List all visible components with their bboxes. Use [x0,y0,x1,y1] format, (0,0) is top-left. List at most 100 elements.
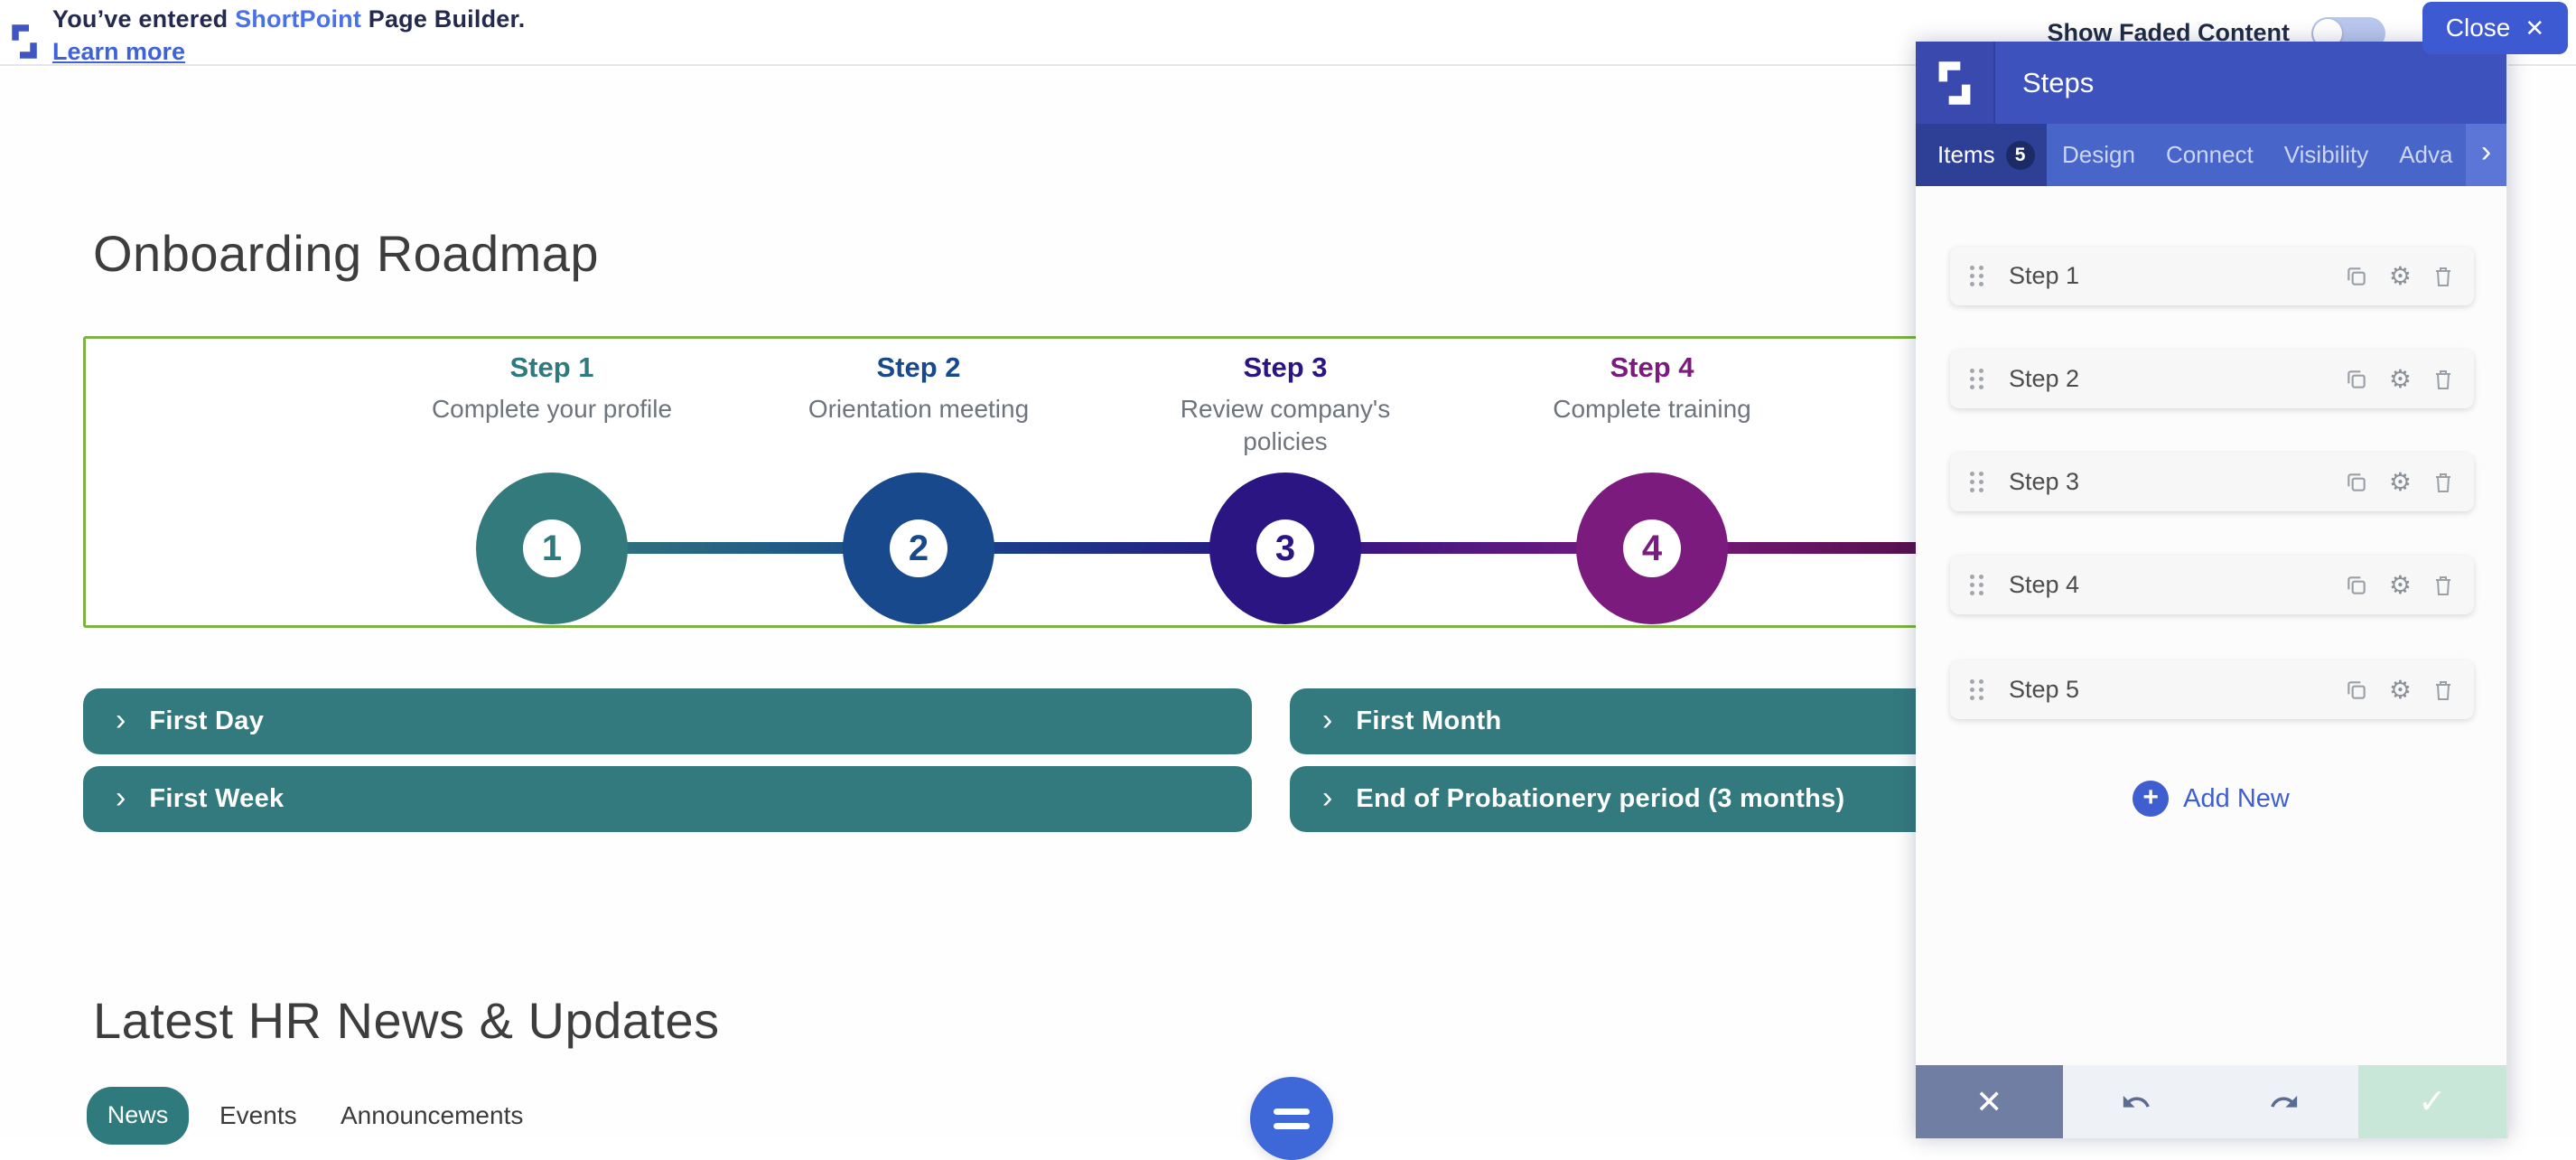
step-column-2: Step 2 Orientation meeting [765,351,1072,426]
add-new-button[interactable]: + Add New [1916,781,2506,817]
drag-handle-icon[interactable] [1970,575,1985,595]
duplicate-icon[interactable] [2345,471,2368,494]
banner-message: You’ve entered ShortPoint Page Builder. … [52,5,525,66]
step-description: Complete training [1553,395,1751,423]
accordion-label: First Month [1356,706,1502,735]
panel-tab-bar: Items 5 Design Connect Visibility Adva [1916,124,2506,186]
step-column-4: Step 4 Complete training [1498,351,1806,426]
delete-trash-icon[interactable] [2432,574,2454,597]
settings-gear-icon[interactable]: ⚙ [2388,467,2412,497]
undo-button[interactable] [2062,1065,2210,1138]
undo-icon [2123,1095,2151,1108]
settings-gear-icon[interactable]: ⚙ [2388,675,2412,705]
roadmap-section-title: Onboarding Roadmap [93,225,600,282]
panel-tab-connect[interactable]: Connect [2151,124,2269,186]
step-number: 3 [1256,519,1314,577]
banner-text: You’ve entered ShortPoint Page Builder. [52,5,525,33]
step-description: Orientation meeting [807,395,1030,423]
step-description: Complete your profile [431,395,673,423]
drag-handle-icon[interactable] [1970,266,1985,286]
news-section-title: Latest HR News & Updates [93,992,720,1049]
panel-tab-items[interactable]: Items 5 [1916,124,2047,186]
step-number: 2 [890,519,947,577]
duplicate-icon[interactable] [2345,368,2368,391]
panel-header: Steps [1916,42,2506,124]
drag-handle-icon[interactable] [1970,472,1985,492]
step-circle-4: 4 [1576,472,1728,624]
step-number: 4 [1623,519,1681,577]
step-item-row-1[interactable]: Step 1 ⚙ [1950,247,2474,305]
delete-trash-icon[interactable] [2432,368,2454,391]
tab-announcements[interactable]: Announcements [341,1101,524,1129]
duplicate-icon[interactable] [2345,265,2368,288]
panel-bottom-toolbar: ✕ ✓ [1916,1065,2506,1138]
panel-title: Steps [2022,66,2095,98]
settings-gear-icon[interactable]: ⚙ [2388,570,2412,600]
tab-events[interactable]: Events [219,1101,297,1129]
accordion-first-week[interactable]: › First Week [83,766,1252,832]
shortpoint-logo-icon [12,24,37,59]
item-label: Step 5 [2009,676,2080,703]
learn-more-link[interactable]: Learn more [52,38,186,65]
chevron-right-icon: › [1322,702,1333,737]
panel-tab-advanced[interactable]: Adva [2384,124,2468,186]
step-item-row-3[interactable]: Step 3 ⚙ [1950,453,2474,511]
redo-button[interactable] [2210,1065,2358,1138]
items-count-badge: 5 [2005,140,2035,170]
step-label: Step 4 [1610,351,1694,383]
delete-trash-icon[interactable] [2432,471,2454,494]
close-button-label: Close [2445,14,2511,42]
step-column-1: Step 1 Complete your profile [398,351,705,426]
delete-trash-icon[interactable] [2432,678,2454,702]
chevron-right-icon: › [116,702,126,737]
panel-tab-design[interactable]: Design [2047,124,2151,186]
accordion-first-day[interactable]: › First Day [83,688,1252,754]
close-icon: ✕ [2525,14,2545,42]
shortpoint-logo-icon [1938,61,1971,105]
hamburger-icon [1274,1108,1310,1115]
confirm-button[interactable]: ✓ [2357,1065,2506,1138]
delete-trash-icon[interactable] [2432,265,2454,288]
tab-label: Items [1937,141,1995,168]
steps-widget-selected[interactable]: Step 1 Complete your profile Step 2 Orie… [83,336,2088,628]
chevron-right-icon: › [1322,780,1333,815]
discard-button[interactable]: ✕ [1916,1065,2063,1138]
panel-tab-visibility[interactable]: Visibility [2269,124,2384,186]
duplicate-icon[interactable] [2345,678,2368,702]
item-label: Step 2 [2009,365,2080,392]
settings-gear-icon[interactable]: ⚙ [2388,364,2412,394]
item-label: Step 4 [2009,571,2080,598]
step-item-row-2[interactable]: Step 2 ⚙ [1950,350,2474,408]
steps-settings-panel: Steps Items 5 Design Connect Visibility … [1916,42,2508,1138]
tab-scroll-right-button[interactable]: › [2466,124,2506,186]
tab-label: Visibility [2283,141,2369,168]
step-circle-1: 1 [476,472,628,624]
accordion-label: First Day [149,706,265,735]
settings-gear-icon[interactable]: ⚙ [2388,261,2412,291]
step-label: Step 3 [1243,351,1328,383]
close-icon: ✕ [1975,1082,2003,1120]
step-label: Step 2 [876,351,961,383]
step-circle-3: 3 [1209,472,1361,624]
drag-handle-icon[interactable] [1970,679,1985,700]
banner-text-prefix: You’ve entered [52,5,236,33]
tab-label: Connect [2165,141,2254,168]
tab-news[interactable]: News [87,1087,189,1145]
shortpoint-panel-logo [1916,42,1995,124]
banner-text-suffix: Page Builder. [361,5,526,33]
duplicate-icon[interactable] [2345,574,2368,597]
drag-handle-icon[interactable] [1970,369,1985,389]
hamburger-icon [1274,1122,1310,1129]
section-menu-button[interactable] [1250,1077,1333,1160]
step-column-3: Step 3 Review company's policies [1132,351,1439,458]
tab-label: Design [2062,141,2135,168]
step-description: Review company's policies [1180,395,1391,455]
close-button[interactable]: Close ✕ [2422,2,2568,54]
chevron-right-icon: › [116,780,126,815]
top-banner: You’ve entered ShortPoint Page Builder. … [0,0,2576,66]
brand-name: ShortPoint [235,5,362,33]
item-label: Step 3 [2009,468,2080,495]
step-item-row-5[interactable]: Step 5 ⚙ [1950,660,2474,719]
step-item-row-4[interactable]: Step 4 ⚙ [1950,556,2474,614]
